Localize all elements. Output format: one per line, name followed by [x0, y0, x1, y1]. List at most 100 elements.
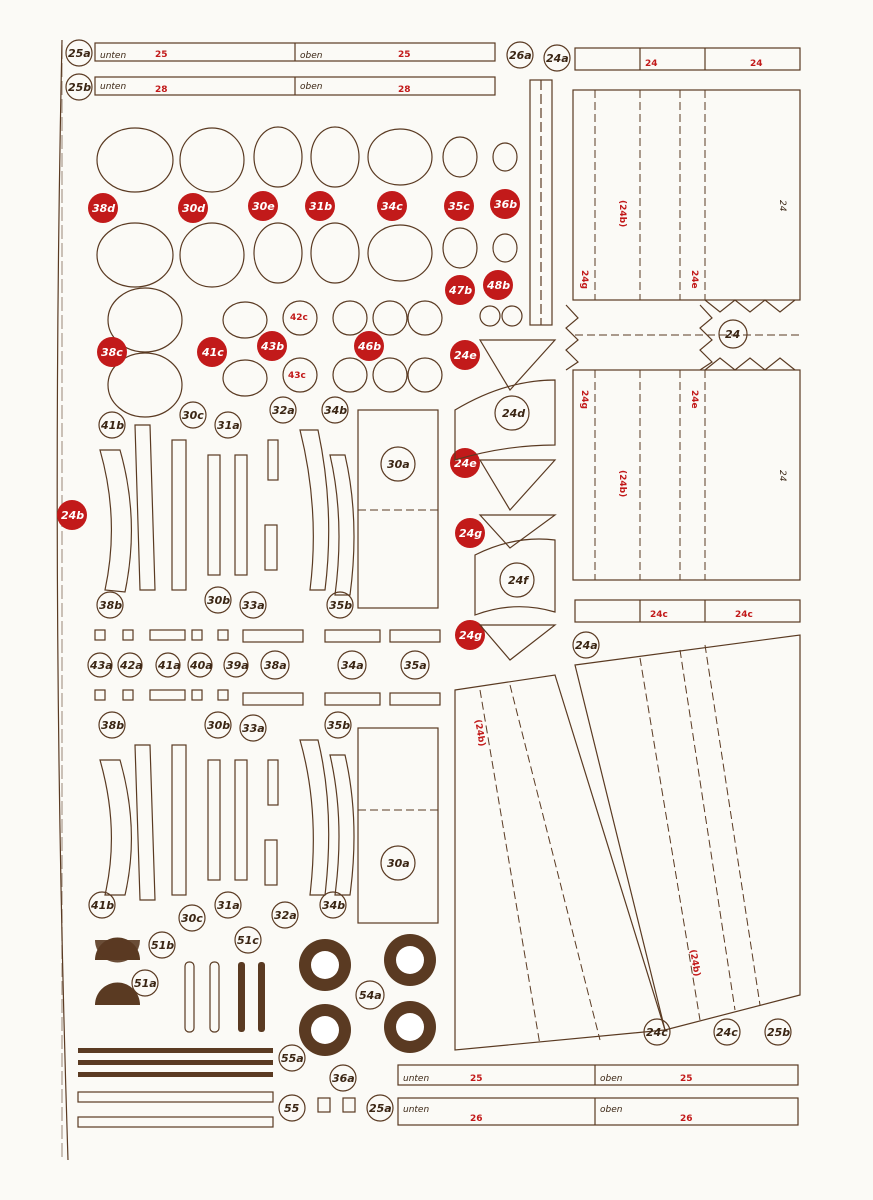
label-25a-lower: 25a [366, 1094, 394, 1122]
label-30c-lower: 30c [178, 904, 206, 932]
svg-text:25: 25 [470, 1074, 483, 1084]
strip-25-bottom-b: unten oben 26 26 [397, 1097, 799, 1126]
svg-text:35c: 35c [448, 200, 470, 213]
label-32a-lower: 32a [271, 901, 299, 929]
label-41b-upper: 41b [98, 411, 126, 439]
svg-text:33a: 33a [242, 722, 265, 735]
red-label-48b: 48b [483, 270, 513, 300]
svg-text:25a: 25a [68, 47, 91, 60]
label-51c: 51c [234, 926, 262, 954]
svg-text:24e: 24e [454, 457, 477, 470]
red-label-24e-a: 24e [450, 340, 480, 370]
label-24a-mid: 24a [572, 631, 600, 659]
svg-text:48b: 48b [486, 279, 510, 292]
label-35b-upper: 35b [326, 591, 354, 619]
svg-text:oben: oben [300, 51, 323, 61]
label-55a: 55a [278, 1044, 306, 1072]
zigzag-right [699, 304, 713, 371]
svg-text:24c: 24c [646, 1026, 668, 1039]
red-label-24b: 24b [57, 500, 87, 530]
svg-text:30b: 30b [207, 594, 230, 607]
svg-text:32a: 32a [272, 404, 295, 417]
panel-24b-lower-left: (24b) [454, 674, 666, 1051]
half-discs-51a [95, 937, 140, 1005]
label-34a: 34a [337, 650, 367, 680]
red-label-41c: 41c [197, 337, 227, 367]
red-label-46b: 46b [354, 331, 384, 361]
svg-text:26: 26 [470, 1114, 483, 1124]
red-label-30d: 30d [178, 193, 208, 223]
svg-text:24b: 24b [61, 509, 84, 522]
svg-text:25b: 25b [767, 1026, 790, 1039]
svg-text:30a: 30a [387, 857, 410, 870]
label-33a-lower: 33a [239, 714, 267, 742]
label-38b-lower: 38b [98, 711, 126, 739]
svg-text:unten: unten [403, 1074, 429, 1084]
svg-text:24: 24 [777, 200, 787, 212]
svg-text:35b: 35b [329, 599, 352, 612]
label-41a: 41a [155, 652, 181, 678]
svg-text:34b: 34b [322, 899, 345, 912]
rib-cluster-upper [99, 409, 439, 609]
label-40a: 40a [187, 652, 213, 678]
red-label-47b: 47b [445, 275, 475, 305]
svg-text:oben: oben [600, 1074, 623, 1084]
svg-text:24c: 24c [735, 610, 753, 620]
label-26a: 26a [506, 41, 534, 69]
svg-text:43c: 43c [288, 371, 306, 381]
label-24a-top: 24a [543, 44, 571, 72]
label-35b-lower: 35b [324, 711, 352, 739]
svg-text:39a: 39a [226, 659, 249, 672]
label-24-center: 24 [718, 319, 748, 349]
svg-text:30e: 30e [252, 200, 275, 213]
svg-text:31a: 31a [217, 899, 240, 912]
svg-text:42a: 42a [119, 659, 143, 672]
svg-text:24g: 24g [579, 270, 589, 289]
label-31a-lower: 31a [214, 891, 242, 919]
svg-text:43b: 43b [260, 340, 284, 353]
svg-text:24c: 24c [716, 1026, 738, 1039]
svg-text:25b: 25b [68, 81, 91, 94]
red-label-24g-a: 24g [455, 518, 485, 548]
svg-text:24c: 24c [650, 610, 668, 620]
svg-text:46b: 46b [357, 340, 381, 353]
label-34b-upper: 34b [321, 396, 349, 424]
label-30a-lower: 30a [387, 857, 410, 870]
label-30c-upper: 30c [179, 401, 207, 429]
svg-text:33a: 33a [242, 599, 265, 612]
svg-text:36b: 36b [494, 198, 517, 211]
label-51b: 51b [148, 931, 176, 959]
red-label-36b: 36b [490, 189, 520, 219]
label-51a: 51a [131, 969, 159, 997]
svg-text:unten: unten [100, 51, 126, 61]
svg-text:24: 24 [750, 59, 763, 69]
svg-text:30b: 30b [207, 719, 230, 732]
svg-text:24a: 24a [546, 52, 569, 65]
svg-text:25: 25 [398, 50, 411, 60]
panel-24b-lower-right: (24b) [574, 634, 801, 1031]
red-label-43b: 43b [257, 331, 287, 361]
label-38a: 38a [260, 650, 290, 680]
svg-text:38c: 38c [101, 346, 123, 359]
strip-26-vertical [529, 79, 553, 326]
svg-text:41b: 41b [90, 899, 114, 912]
rib-cluster-lower [99, 727, 439, 924]
strip-24-top: 24 24 [574, 47, 801, 71]
red-label-24g-b: 24g [455, 620, 485, 650]
struts-51 [184, 961, 265, 1033]
svg-text:24e: 24e [689, 390, 699, 409]
label-30a-upper: 30a [387, 458, 410, 471]
label-31a-upper: 31a [214, 411, 242, 439]
label-43a: 43a [87, 652, 113, 678]
label-41b-lower: 41b [88, 891, 116, 919]
svg-text:54a: 54a [359, 989, 382, 1002]
svg-text:36a: 36a [332, 1072, 355, 1085]
label-25b-lower: 25b [764, 1018, 792, 1046]
svg-text:55a: 55a [281, 1052, 304, 1065]
strip-25a-top: unten oben 25 25 [94, 42, 496, 62]
label-38b-upper: 38b [96, 591, 124, 619]
svg-text:38d: 38d [92, 202, 115, 215]
svg-text:24: 24 [777, 470, 787, 482]
red-label-38d: 38d [88, 193, 118, 223]
